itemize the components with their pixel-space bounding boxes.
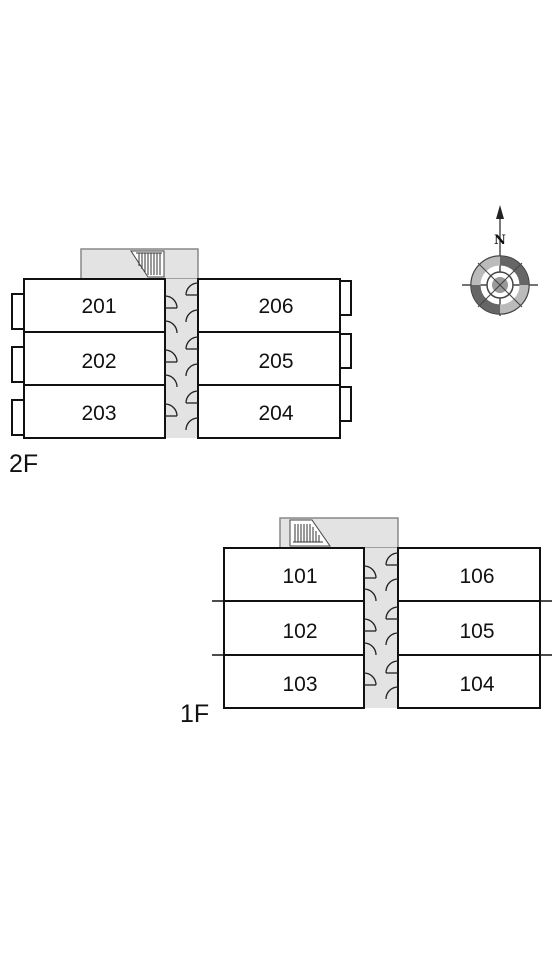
unit-label-101: 101 [282,565,317,588]
floor-label-1f: 1F [180,700,209,728]
floor-1f-plan: 101 102 103 106 105 104 1F [180,517,552,728]
unit-label-103: 103 [282,673,317,696]
unit-label-201: 201 [81,295,116,318]
unit-label-204: 204 [258,402,293,425]
unit-201 [23,278,166,333]
stairs-1f [289,519,331,547]
unit-label-102: 102 [282,620,317,643]
unit-label-104: 104 [459,673,494,696]
unit-203 [23,384,166,439]
partition-lines-1f [212,600,552,656]
floor-2f-plan: 201 202 203 206 205 204 2F [9,248,352,478]
unit-label-205: 205 [258,350,293,373]
compass-north-label: N [494,233,506,248]
unit-103 [223,654,365,709]
doors-1f [363,552,399,700]
unit-label-203: 203 [81,402,116,425]
unit-106 [397,547,541,602]
unit-101 [223,547,365,602]
balconies-2f-left [11,293,25,436]
doors-2f [164,282,199,431]
unit-206 [197,278,341,333]
compass-icon: N [462,205,538,316]
unit-label-105: 105 [459,620,494,643]
floor-label-2f: 2F [9,450,38,478]
unit-label-106: 106 [459,565,494,588]
stairs-2f [130,250,165,278]
corridor-2f [165,279,198,438]
balconies-2f-right [339,280,352,422]
unit-label-202: 202 [81,350,116,373]
corridor-1f [364,548,398,708]
unit-102 [223,600,365,656]
unit-label-206: 206 [258,295,293,318]
unit-104 [397,654,541,709]
